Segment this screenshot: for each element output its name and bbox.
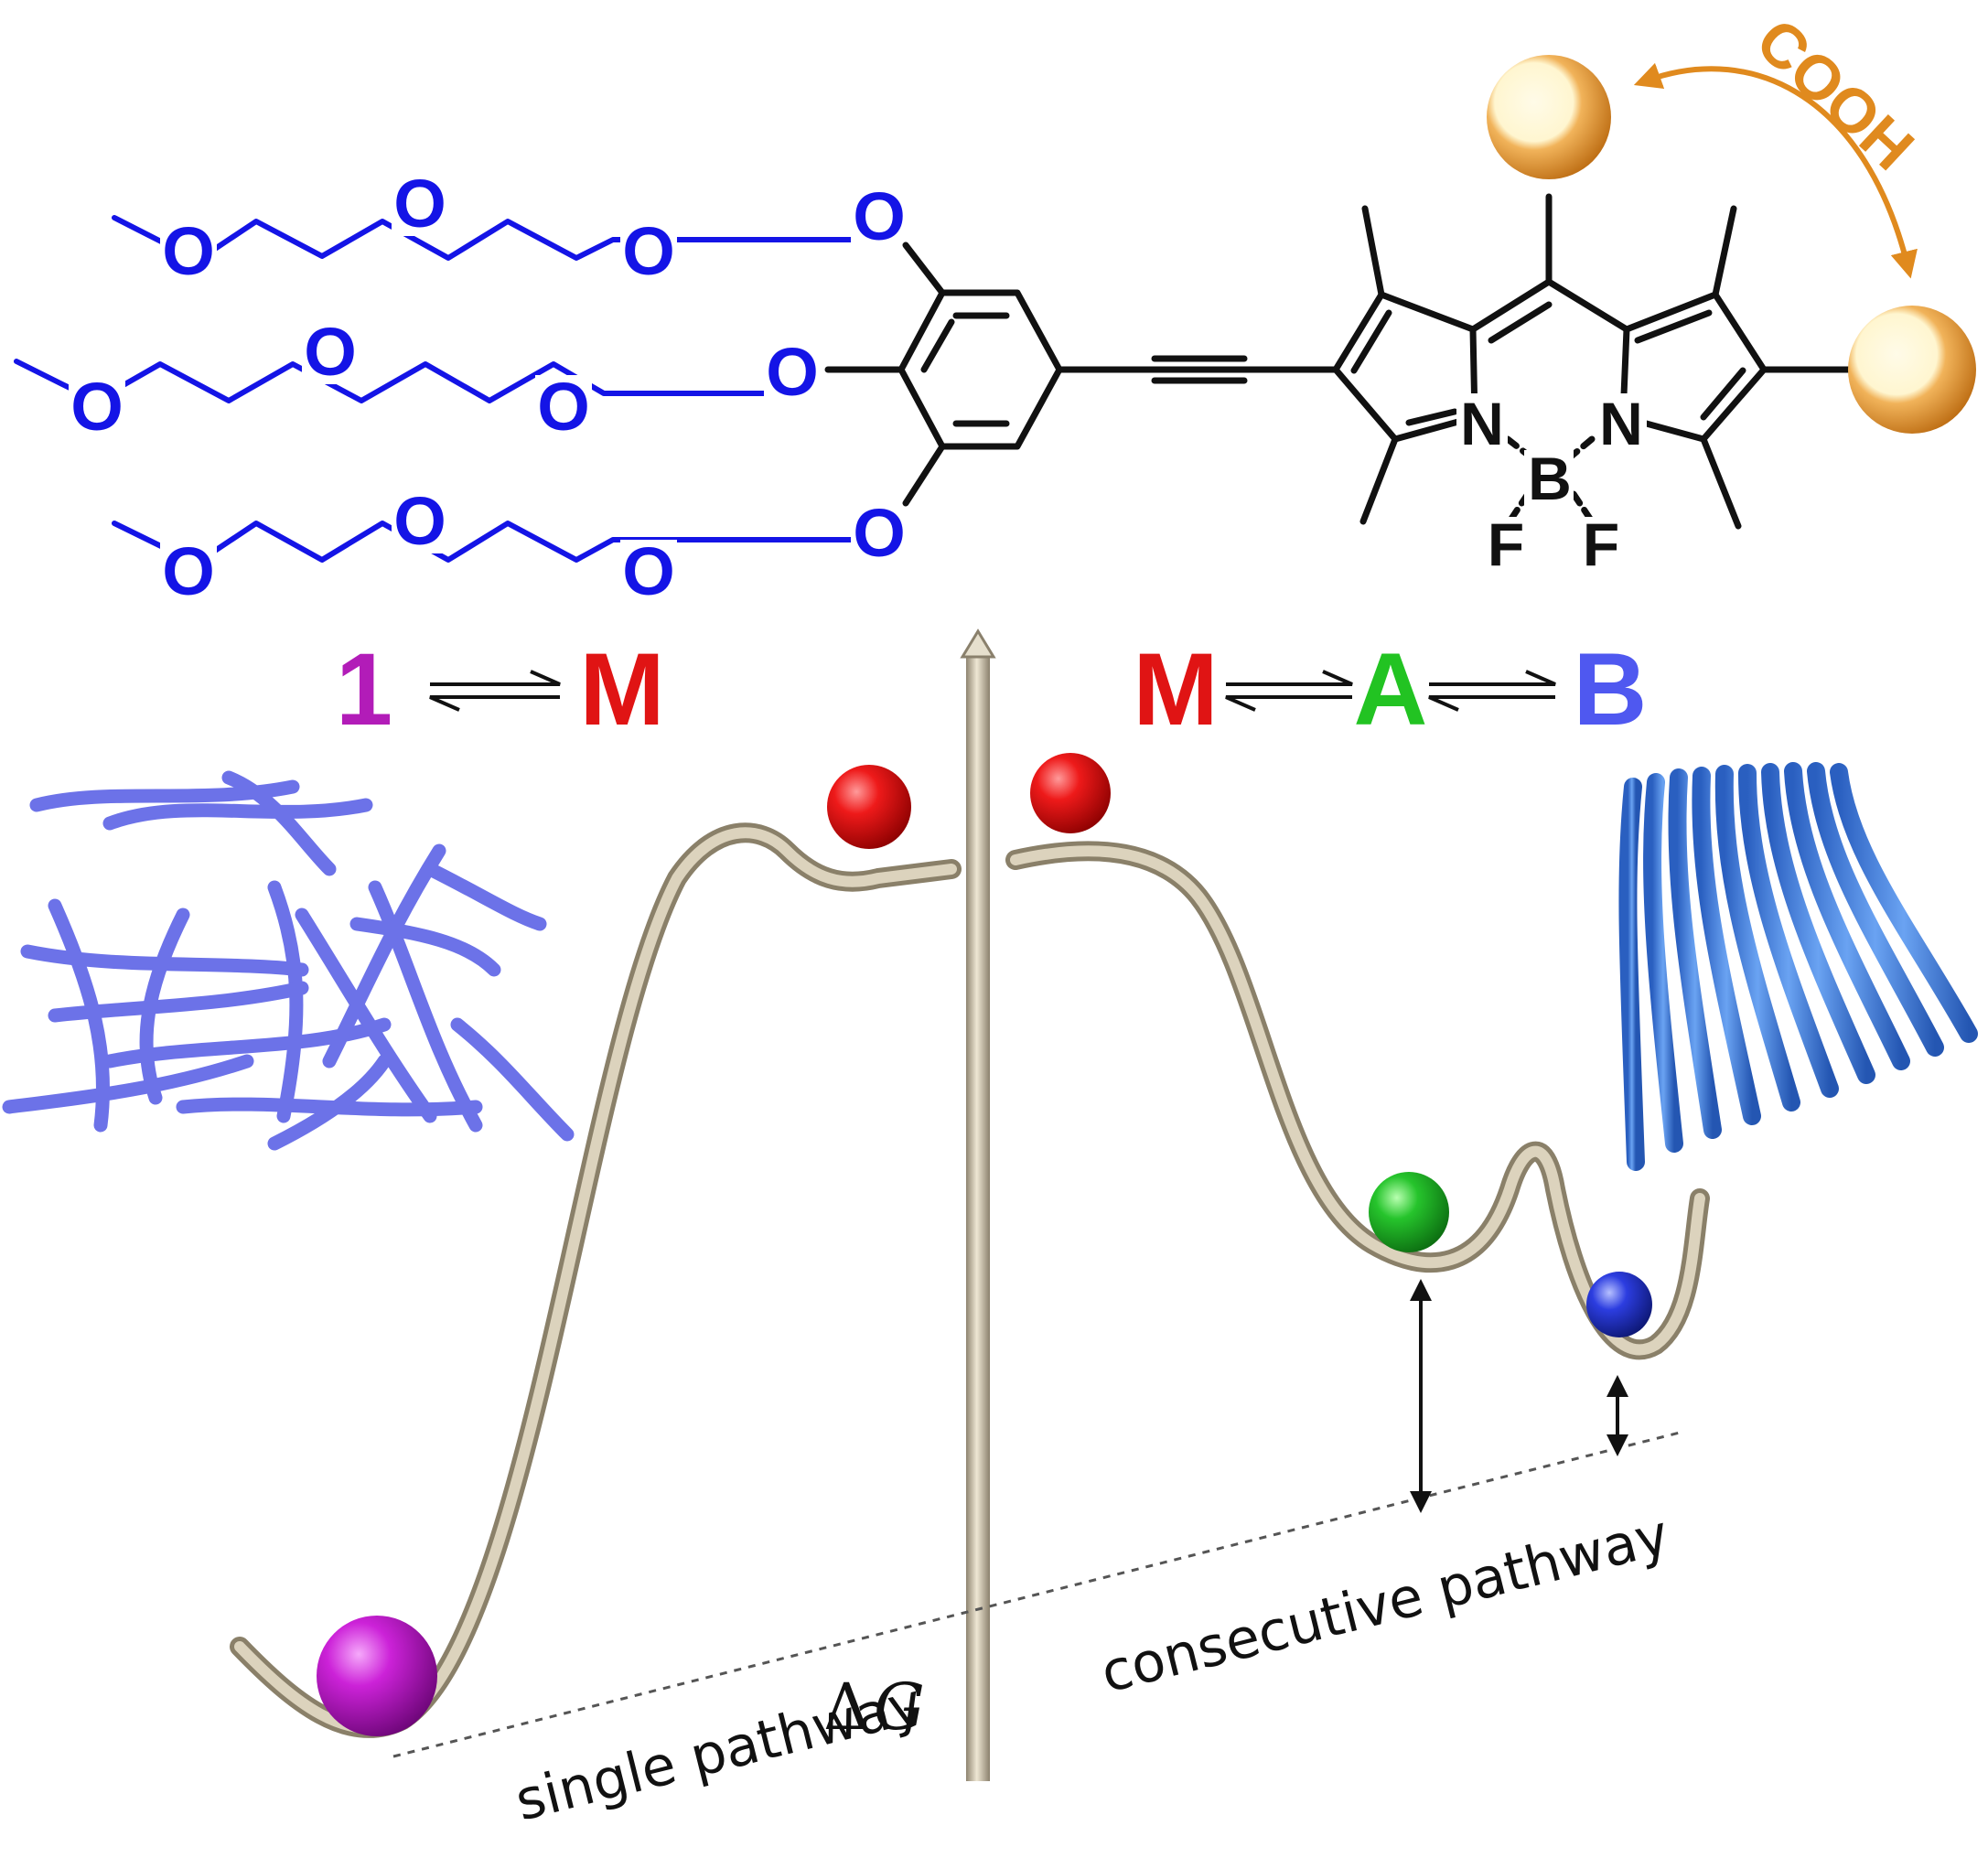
oxygen-atom: O bbox=[537, 369, 590, 445]
consecutive-pathway-landscape bbox=[1005, 841, 1710, 1360]
equilibrium-arrows-icon bbox=[1225, 670, 1556, 712]
bodipy-atoms: N N B F F bbox=[1460, 390, 1643, 578]
oxygen-atom: O bbox=[304, 314, 357, 390]
ball-monomer-right bbox=[1030, 753, 1111, 833]
axis-g-label: G bbox=[874, 1670, 925, 1745]
peg-chain-middle bbox=[14, 359, 799, 403]
cooh-label: COOH bbox=[1743, 5, 1927, 184]
equilibrium-left: 1 M bbox=[336, 632, 665, 746]
substituent-sphere-meso bbox=[1487, 55, 1611, 179]
ball-monomer-left bbox=[827, 765, 911, 849]
nitrogen-atom: N bbox=[1460, 390, 1504, 457]
equilibrium-right: M A B bbox=[1133, 632, 1647, 746]
oxygen-atom: O bbox=[622, 213, 675, 289]
oxygen-atom: O bbox=[622, 533, 675, 609]
aromatic-core bbox=[824, 193, 1861, 530]
oxygen-atom: O bbox=[393, 166, 446, 242]
consecutive-pathway-label: consecutive pathway bbox=[1095, 1503, 1675, 1706]
oxygen-atom: O bbox=[853, 495, 906, 571]
oxygen-atom: O bbox=[70, 369, 124, 445]
fluorine-atom: F bbox=[1583, 510, 1619, 578]
pyrrole-left bbox=[1332, 291, 1478, 443]
species-A-label: A bbox=[1354, 632, 1428, 746]
ball-species-B bbox=[1586, 1272, 1652, 1337]
oxygen-atom: O bbox=[162, 533, 215, 609]
species-M-label: M bbox=[579, 632, 664, 746]
boron-atom: B bbox=[1528, 445, 1572, 512]
peg-oxygen-atoms: O O O O O O O O O O O O bbox=[70, 166, 906, 609]
axis-delta-label: Δ bbox=[823, 1670, 870, 1745]
fiber-bundle-icon bbox=[1618, 762, 1978, 1171]
cooh-shift-arrow bbox=[1633, 62, 1918, 279]
oxygen-atom: O bbox=[393, 483, 446, 559]
oxygen-atom: O bbox=[853, 178, 906, 254]
ball-species-A bbox=[1369, 1172, 1449, 1252]
substituent-sphere-beta bbox=[1848, 306, 1976, 434]
fiber-network-icon bbox=[2, 770, 575, 1151]
peg-chain-bottom bbox=[112, 521, 870, 563]
energy-axis: Δ G bbox=[823, 628, 996, 1781]
oxygen-atom: O bbox=[162, 213, 215, 289]
single-pathway-label: single pathway bbox=[510, 1671, 929, 1834]
species-1-label: 1 bbox=[336, 632, 392, 746]
species-M-label: M bbox=[1133, 632, 1218, 746]
fluorine-atom: F bbox=[1488, 510, 1524, 578]
energy-axis-arrow-icon bbox=[966, 654, 990, 1781]
oxygen-atom: O bbox=[766, 334, 819, 410]
species-B-label: B bbox=[1574, 632, 1648, 746]
single-pathway-landscape bbox=[230, 822, 962, 1738]
ball-species-1 bbox=[317, 1616, 437, 1736]
nitrogen-atom: N bbox=[1599, 390, 1643, 457]
equilibrium-arrows-icon bbox=[429, 670, 561, 712]
peg-chain-top bbox=[112, 215, 870, 261]
reference-baseline bbox=[392, 1430, 1684, 1758]
